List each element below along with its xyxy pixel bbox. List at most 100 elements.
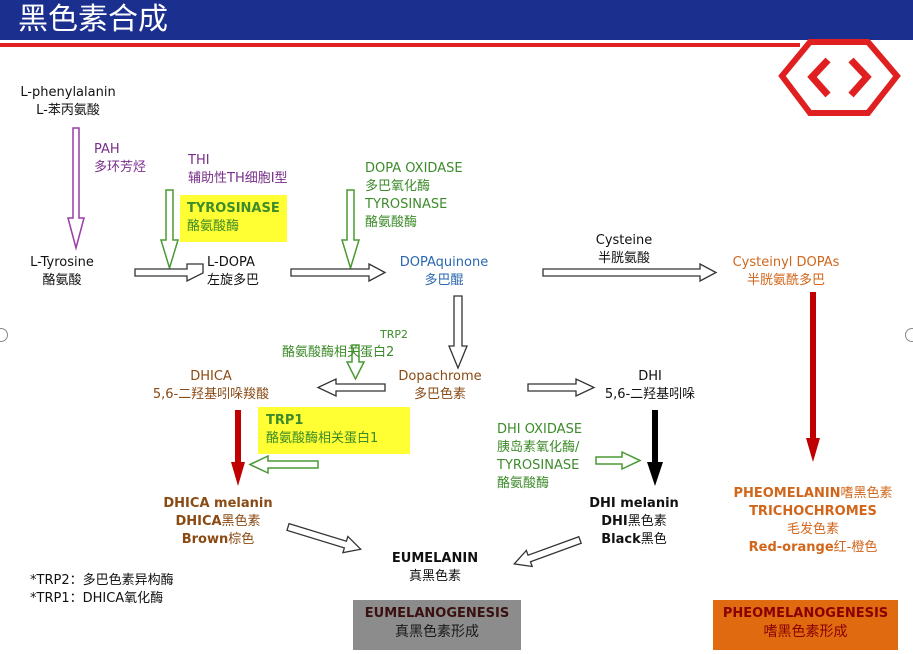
arrow-dhica-to-melanin <box>231 410 245 486</box>
enzyme-tyrosinase-highlighted: TYROSINASE 酪氨酸酶 <box>187 200 280 236</box>
dopa-oxidase-line2: 多巴氧化酶 <box>365 179 431 194</box>
dhica-melanin-line2-cn: 黑色素 <box>221 514 261 529</box>
node-dopaquinone: DOPAquinone 多巴醌 <box>385 254 503 290</box>
thi-en: THI <box>188 153 210 168</box>
dhica-cn: 5,6-二羟基吲哚羧酸 <box>152 387 270 402</box>
pheomelanin-line1: PHEOMELANIN嗜黑色素 <box>727 485 899 503</box>
dhi-oxidase-line1: DHI OXIDASE <box>497 422 583 437</box>
eumelanogenesis-cn: 真黑色素形成 <box>395 624 479 640</box>
pheomelanin-line3: 毛发色素 <box>786 522 839 537</box>
dhi-oxidase-line4: 酪氨酸酶 <box>497 476 550 491</box>
enzyme-dopa-oxidase: DOPA OXIDASE 多巴氧化酶 TYROSINASE 酪氨酸酶 <box>365 160 463 232</box>
dopa-oxidase-line3: TYROSINASE <box>365 197 448 212</box>
arrow-trp1 <box>248 454 319 475</box>
arrow-dopa-oxidase <box>340 189 361 271</box>
dhica-melanin-line1: DHICA melanin <box>163 496 273 511</box>
pheomelanin-line1-cn: 嗜黑色素 <box>840 486 893 501</box>
dhi-cn: 5,6-二羟基吲哚 <box>604 387 696 402</box>
dhica-melanin-line3-cn: 棕色 <box>228 532 255 547</box>
arrow-dopachrome-to-dhica <box>316 377 386 398</box>
node-pheomelanin: PHEOMELANIN嗜黑色素 TRICHOCHROMES 毛发色素 Red-o… <box>727 485 899 557</box>
node-tyrosine: L-Tyrosine 酪氨酸 <box>4 254 120 290</box>
node-dopachrome: Dopachrome 多巴色素 <box>386 368 494 404</box>
pheomelanin-line4: Red-orange红-橙色 <box>727 539 899 557</box>
eumelanogenesis-box: EUMELANOGENESIS 真黑色素形成 <box>353 600 521 650</box>
phenylalanine-en: L-phenylalanin <box>20 85 116 100</box>
pah-en: PAH <box>94 142 120 157</box>
dhica-melanin-line3: Brown棕色 <box>157 531 279 549</box>
footnote-trp2: *TRP2：多巴色素异构酶 <box>30 573 174 588</box>
tyrosinase-hl-en: TYROSINASE <box>187 201 280 216</box>
arrow-dopachrome-to-dhi <box>527 377 596 398</box>
slide-handle-right <box>905 328 913 342</box>
eumelanin-en: EUMELANIN <box>391 551 479 566</box>
dhi-melanin-line2-en: DHI <box>601 514 628 529</box>
dhica-melanin-line2-en: DHICA <box>175 514 222 529</box>
trp1-hl-cn: 酪氨酸酶相关蛋白1 <box>266 431 379 446</box>
cysteine-cn: 半胱氨酸 <box>597 251 650 266</box>
arrow-dopaquinone-to-dopachrome <box>448 295 468 370</box>
cysteinyl-cn: 半胱氨酰多巴 <box>746 273 825 288</box>
node-ldopa: L-DOPA 左旋多巴 <box>207 254 259 290</box>
footnote-trp1: *TRP1：DHICA氧化酶 <box>30 591 164 606</box>
tyrosinase-hl-cn: 酪氨酸酶 <box>187 219 240 234</box>
dopaquinone-cn: 多巴醌 <box>424 273 464 288</box>
node-eumelanin: EUMELANIN 真黑色素 <box>380 550 490 586</box>
arrow-dhica-melanin-to-eumelanin <box>286 522 363 554</box>
hexagon-logo-icon <box>778 39 901 116</box>
enzyme-dhi-oxidase: DHI OXIDASE 胰岛素氧化酶/ TYROSINASE 酪氨酸酶 <box>497 421 582 493</box>
arrow-cysteinyl-to-pheomelanin <box>806 292 820 462</box>
arrow-trp2 <box>345 344 366 381</box>
tyrosine-en: L-Tyrosine <box>30 255 94 270</box>
arrow-thi <box>159 189 180 271</box>
pheomelanin-line2: TRICHOCHROMES <box>749 504 877 519</box>
pheomelanogenesis-cn: 嗜黑色素形成 <box>763 624 848 640</box>
arrow-tyrosine-to-ldopa <box>134 263 204 283</box>
arrow-dhi-melanin-to-eumelanin <box>512 535 583 568</box>
dhi-melanin-line3-cn: 黑色 <box>640 532 667 547</box>
page-title: 黑色素合成 <box>18 2 168 37</box>
arrow-dopaquinone-to-cysteinyl <box>542 262 718 283</box>
eumelanogenesis-label: EUMELANOGENESIS <box>364 606 510 621</box>
tyrosinase-highlight <box>180 195 287 242</box>
node-dhica: DHICA 5,6-二羟基吲哚羧酸 <box>140 368 282 404</box>
pheomelanogenesis-label: PHEOMELANOGENESIS <box>722 606 889 621</box>
footnotes: *TRP2：多巴色素异构酶 *TRP1：DHICA氧化酶 <box>30 572 174 608</box>
dhi-melanin-line2: DHI黑色素 <box>582 513 686 531</box>
dopaquinone-en: DOPAquinone <box>399 255 489 270</box>
trp1-highlight <box>258 407 410 454</box>
pheomelanin-line4-cn: 红-橙色 <box>833 540 878 555</box>
enzyme-pah: PAH 多环芳烃 <box>94 141 146 177</box>
node-phenylalanine: L-phenylalanin L-苯丙氨酸 <box>8 84 128 120</box>
dopachrome-cn: 多巴色素 <box>413 387 466 402</box>
enzyme-thi: THI 辅助性TH细胞I型 <box>188 152 288 188</box>
dhi-melanin-line1: DHI melanin <box>589 496 679 511</box>
arrow-pah <box>67 127 85 251</box>
dhica-melanin-line3-en: Brown <box>181 532 229 547</box>
node-dhica-melanin: DHICA melanin DHICA黑色素 Brown棕色 <box>157 495 279 549</box>
enzyme-trp2: TRP2 酪氨酸酶相关蛋白2 <box>282 326 408 362</box>
dopa-oxidase-line1: DOPA OXIDASE <box>365 161 463 176</box>
dhi-melanin-line3-en: Black <box>601 532 641 547</box>
cysteinyl-en: Cysteinyl DOPAs <box>732 255 840 270</box>
phenylalanine-cn: L-苯丙氨酸 <box>36 103 100 118</box>
trp2-cn: 酪氨酸酶相关蛋白2 <box>282 345 395 360</box>
eumelanin-cn: 真黑色素 <box>408 569 461 584</box>
header-accent-line <box>0 43 800 47</box>
tyrosine-cn: 酪氨酸 <box>42 273 82 288</box>
dopa-oxidase-line4: 酪氨酸酶 <box>365 215 418 230</box>
pheomelanin-line4-en: Red-orange <box>748 540 834 555</box>
dopachrome-en: Dopachrome <box>398 369 482 384</box>
node-dhi-melanin: DHI melanin DHI黑色素 Black黑色 <box>582 495 686 549</box>
arrow-dhi-to-melanin <box>647 410 663 486</box>
cysteine-en: Cysteine <box>595 233 653 248</box>
node-dhi: DHI 5,6-二羟基吲哚 <box>590 368 710 404</box>
pheomelanin-line1-en: PHEOMELANIN <box>733 486 841 501</box>
dhica-melanin-line2: DHICA黑色素 <box>157 513 279 531</box>
dhi-oxidase-line2: 胰岛素氧化酶/ <box>497 440 580 455</box>
dhi-en: DHI <box>638 369 662 384</box>
dhi-melanin-line3: Black黑色 <box>582 531 686 549</box>
trp2-en: TRP2 <box>380 328 408 341</box>
dhi-oxidase-line3: TYROSINASE <box>497 458 580 473</box>
